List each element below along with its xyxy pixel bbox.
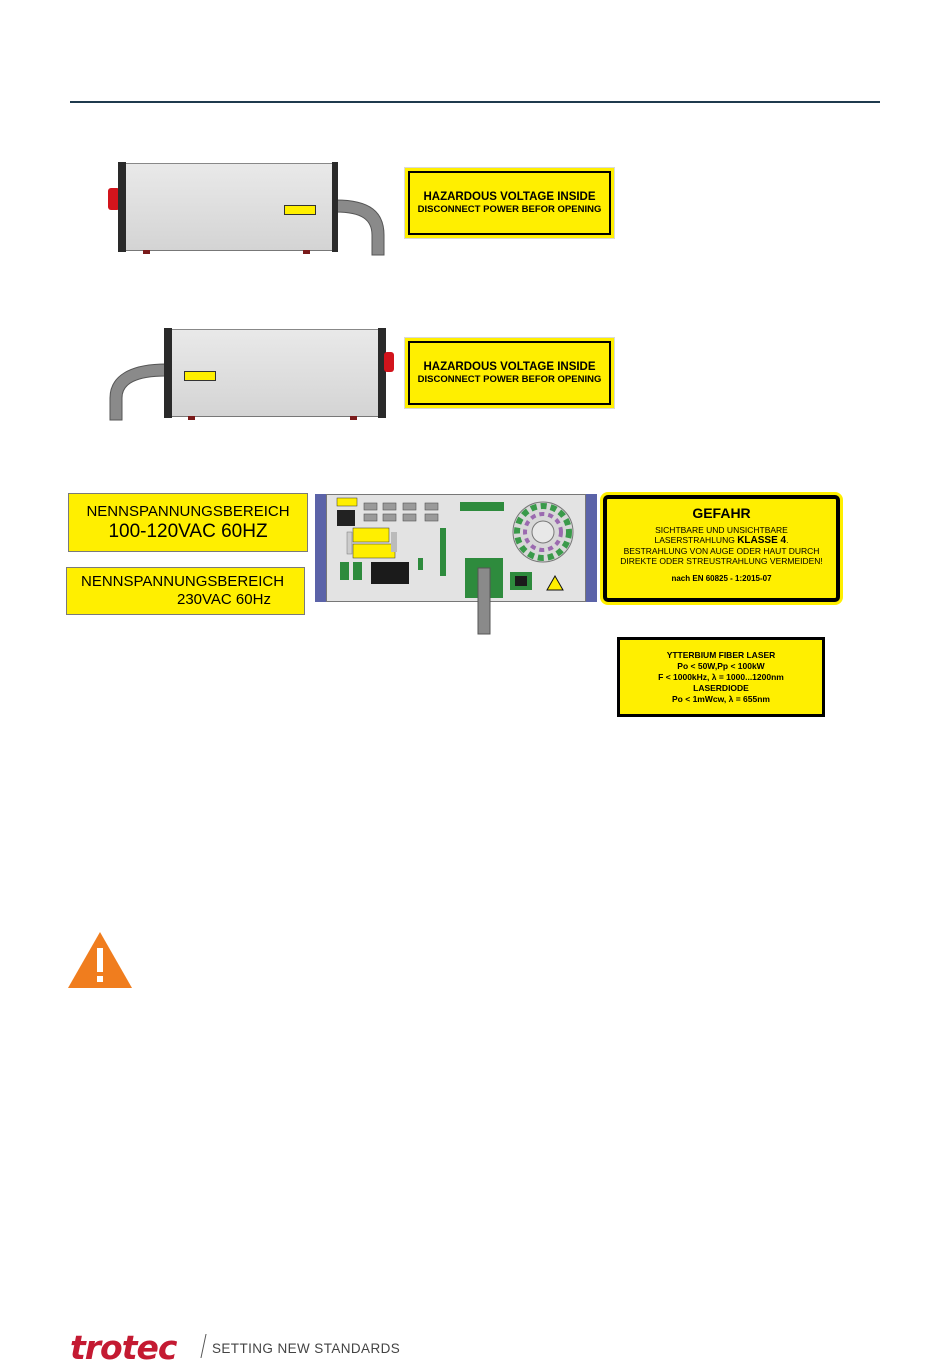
brand-logo: trotec [70,1328,177,1367]
hazardous-voltage-label-bottom: HAZARDOUS VOLTAGE INSIDE DISCONNECT POWE… [405,338,614,408]
hazardous-voltage-label-top: HAZARDOUS VOLTAGE INSIDE DISCONNECT POWE… [405,168,614,238]
laser-source-side-view-left [108,160,398,260]
emergency-knob [108,188,120,210]
laser-danger-label: GEFAHR SICHTBARE UND UNSICHTBARE LASERST… [603,495,840,602]
rack-ear-left [315,494,327,602]
housing-warning-sticker [184,371,216,381]
foot [143,250,150,254]
spec-line2: Po < 50W,Pp < 100kW [677,660,765,671]
spec-line1: YTTERBIUM FIBER LASER [666,649,776,660]
spec-line5: Po < 1mWcw, λ = 655nm [672,693,770,704]
rated-voltage-title: NENNSPANNUNGSBEREICH [86,502,290,520]
danger-norm: nach EN 60825 - 1:2015-07 [671,574,772,583]
front-cap [118,162,126,252]
laser-source-side-view-right [108,326,398,426]
danger-line2: LASERSTRAHLUNG KLASSE 4. [654,535,789,546]
footer-separator [200,1334,207,1358]
header-rule [70,101,880,103]
warning-triangle-icon [68,932,132,988]
front-cap [378,328,386,418]
laser-source-rear-panel [315,492,598,637]
rated-voltage-value: 230VAC 60Hz [177,591,271,608]
emergency-knob [384,352,394,372]
hv-line1: HAZARDOUS VOLTAGE INSIDE [423,361,596,373]
spec-line4: LASERDIODE [693,682,749,693]
rear-cap [332,162,338,252]
rated-voltage-value: 100-120VAC 60HZ [108,520,268,542]
brand-slogan: SETTING NEW STANDARDS [212,1341,401,1356]
spec-line3: F < 1000kHz, λ = 1000...1200nm [658,671,784,682]
rated-voltage-label-120v: NENNSPANNUNGSBEREICH 100-120VAC 60HZ [68,493,308,552]
danger-line1: SICHTBARE UND UNSICHTBARE [655,525,788,535]
laser-specification-label: YTTERBIUM FIBER LASER Po < 50W,Pp < 100k… [617,637,825,717]
danger-line3: BESTRAHLUNG VON AUGE ODER HAUT DURCH [623,546,820,556]
hv-line2: DISCONNECT POWER BEFOR OPENING [417,204,602,215]
hv-line1: HAZARDOUS VOLTAGE INSIDE [423,191,596,203]
housing-warning-sticker [284,205,316,215]
danger-title: GEFAHR [692,505,751,521]
rear-cap [164,328,172,418]
danger-line4: DIREKTE ODER STREUSTRAHLUNG VERMEIDEN! [620,556,823,566]
rack-ear-right [585,494,597,602]
foot [303,250,310,254]
hv-line2: DISCONNECT POWER BEFOR OPENING [417,374,602,385]
rated-voltage-label-230v: NENNSPANNUNGSBEREICH 230VAC 60Hz [66,567,305,615]
foot [350,416,357,420]
foot [188,416,195,420]
rated-voltage-title: NENNSPANNUNGSBEREICH [81,573,285,590]
